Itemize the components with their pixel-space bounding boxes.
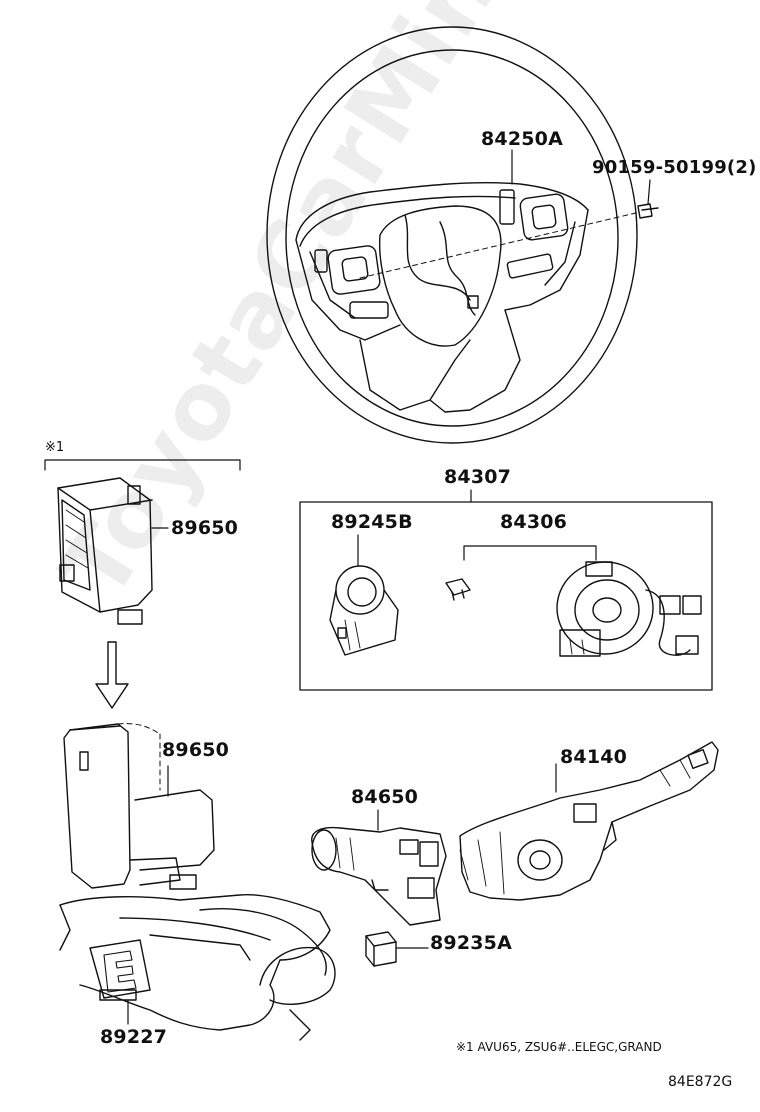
- headlamp-switch-drawing: [311, 809, 447, 926]
- label-wiper-switch: 84140: [560, 746, 628, 768]
- label-spiral-cable: 84306: [500, 511, 568, 533]
- footnote: ※1 AVU65, ZSU6#..ELEGC,GRAND: [456, 1040, 662, 1054]
- column-assembly-drawing: [59, 723, 336, 1041]
- label-headlamp-switch: 84650: [351, 786, 419, 808]
- set-spiral-box: [299, 501, 713, 691]
- label-steering-wheel: 84250A: [481, 128, 564, 150]
- small-switch-drawing: [365, 931, 429, 967]
- label-screw: 90159-50199(2): [592, 157, 757, 178]
- clip-drawing: [445, 578, 471, 601]
- label-small-switch: 89235A: [430, 932, 513, 954]
- sensor-drawing: [329, 534, 399, 656]
- down-arrow-icon: [95, 641, 129, 709]
- label-module-lower: 89650: [162, 739, 230, 761]
- diagram-code: 84E872G: [668, 1074, 733, 1090]
- label-sensor: 89245B: [331, 511, 413, 533]
- label-bracket-sensor: 89227: [100, 1026, 168, 1048]
- note-bracket: [44, 459, 241, 471]
- label-note-mark: ※1: [45, 440, 65, 455]
- wiper-switch-drawing: [459, 741, 719, 901]
- module-upper-drawing: [57, 477, 169, 625]
- steering-wheel-drawing: [266, 26, 659, 444]
- label-set-spiral: 84307: [444, 466, 512, 488]
- label-module-upper: 89650: [171, 517, 239, 539]
- spiral-cable-drawing: [556, 561, 702, 657]
